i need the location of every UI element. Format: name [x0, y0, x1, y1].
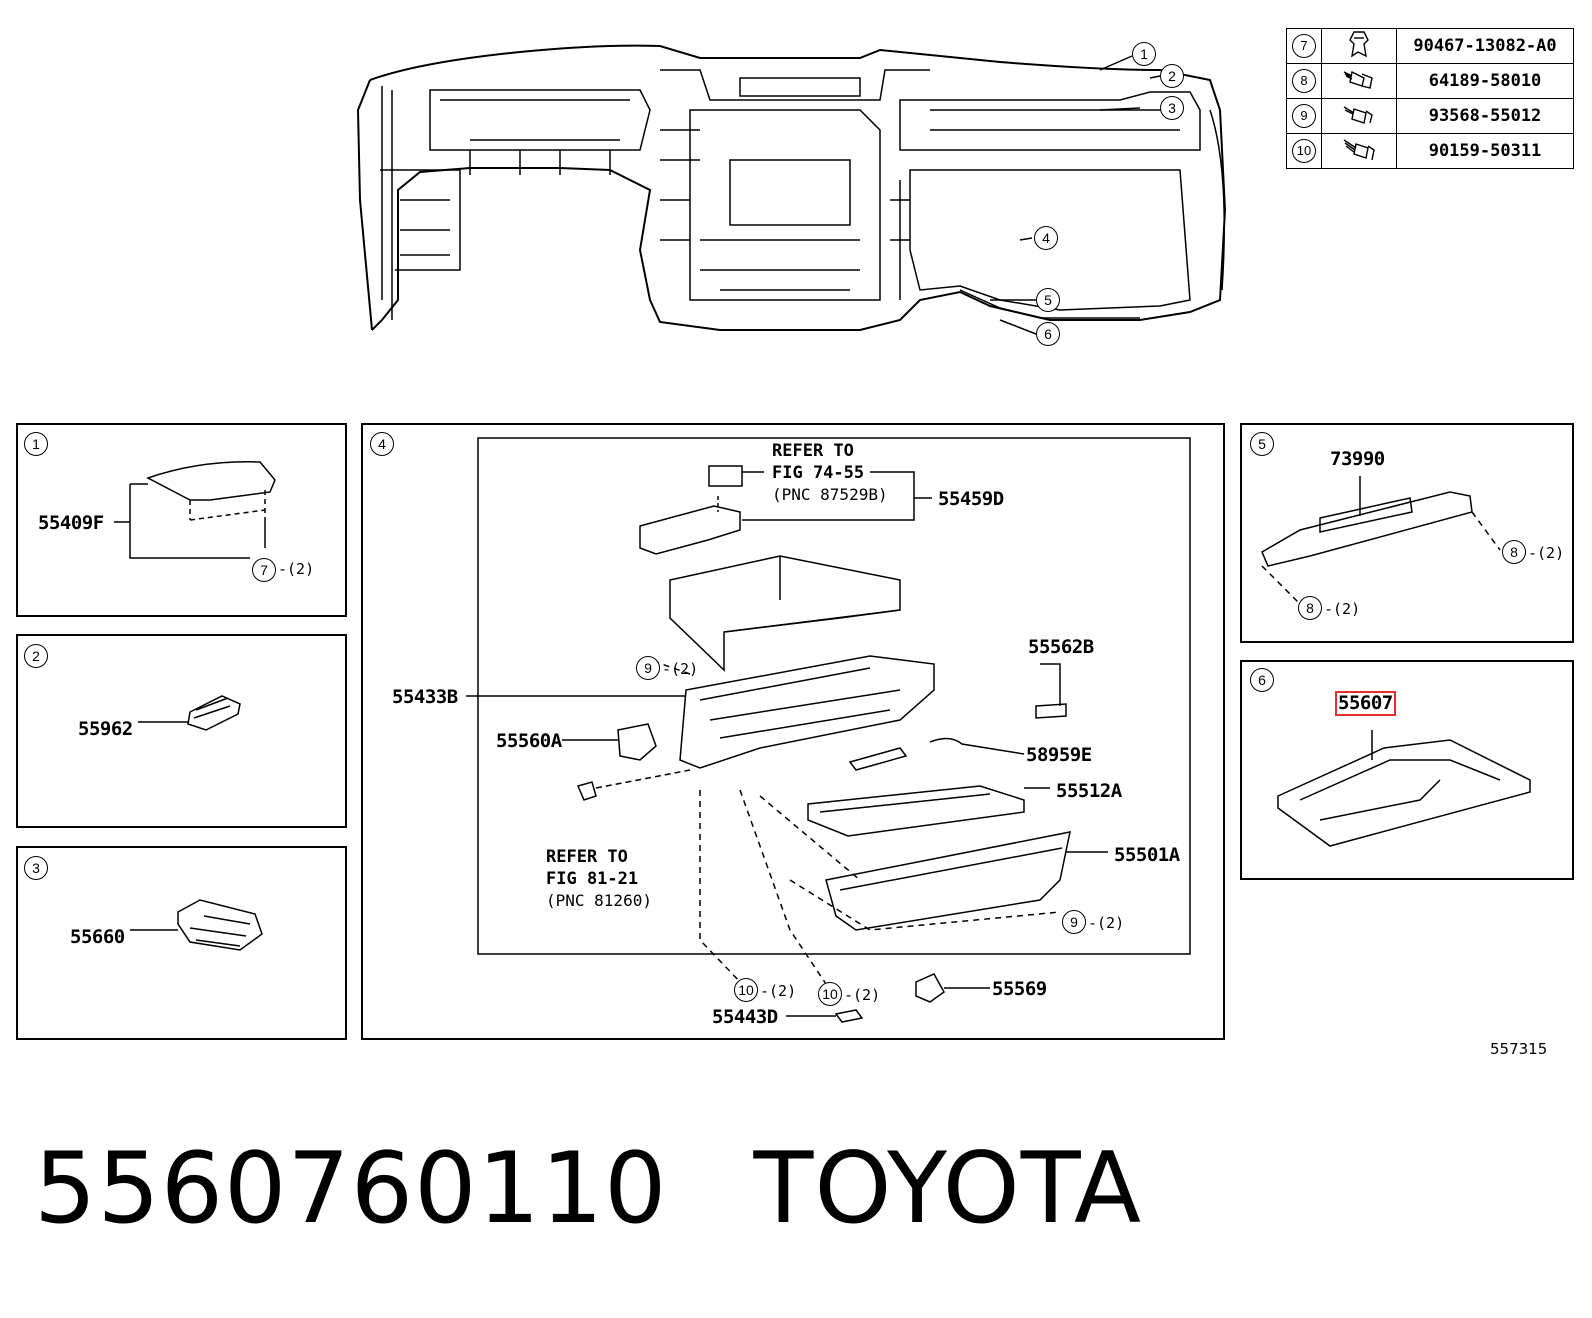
panel-6 — [1240, 660, 1574, 880]
overview-callout-2[interactable]: 2 — [1160, 64, 1184, 88]
legend-part-number: 90467-13082-A0 — [1396, 28, 1574, 64]
fastener-callout-8[interactable]: 8 — [1502, 540, 1526, 564]
part-label-55512A[interactable]: 55512A — [1056, 780, 1122, 802]
refer-note-1-line3: (PNC 87529B) — [772, 485, 888, 504]
refer-note-2-line3: (PNC 81260) — [546, 891, 652, 910]
panel-1-number: 1 — [24, 432, 48, 456]
figure-number: 557315 — [1490, 1040, 1548, 1058]
legend-row: 10 90159-50311 — [1286, 133, 1574, 169]
panel4-drawing — [466, 437, 1191, 1023]
legend-part-number: 93568-55012 — [1396, 98, 1574, 134]
part-label-55560A[interactable]: 55560A — [496, 730, 562, 752]
fastener-qty: -(2) — [662, 660, 699, 678]
panel2-drawing — [138, 695, 241, 731]
panel-2-number: 2 — [24, 644, 48, 668]
title-brand: TOYOTA — [753, 1132, 1143, 1246]
part-label-55569[interactable]: 55569 — [992, 978, 1047, 1000]
overview-callout-1[interactable]: 1 — [1132, 42, 1156, 66]
refer-note-1-line2: FIG 74-55 — [772, 463, 865, 483]
panel-5-number: 5 — [1250, 432, 1274, 456]
legend-part-number: 64189-58010 — [1396, 63, 1574, 99]
part-label-55443D[interactable]: 55443D — [712, 1006, 778, 1028]
panel-4-number: 4 — [370, 432, 394, 456]
panel5-drawing — [1261, 476, 1501, 605]
title-part-number: 5560760110 — [34, 1132, 668, 1246]
panel-3 — [16, 846, 347, 1040]
legend-row: 8 64189-58010 — [1286, 63, 1574, 99]
fastener-callout-9[interactable]: 9 — [636, 656, 660, 680]
fastener-callout-10[interactable]: 10 — [818, 982, 842, 1006]
legend-part-number: 90159-50311 — [1396, 133, 1574, 169]
part-label-55409F[interactable]: 55409F — [38, 512, 104, 534]
refer-note-1-line1: REFER TO — [772, 441, 854, 461]
panel1-drawing — [114, 461, 276, 559]
panel-6-number: 6 — [1250, 668, 1274, 692]
fastener-qty: -(2) — [278, 560, 315, 578]
refer-note-2-line1: REFER TO — [546, 847, 628, 867]
panel-5 — [1240, 423, 1574, 643]
panel-4 — [361, 423, 1225, 1040]
fastener-qty: -(2) — [1324, 600, 1361, 618]
panel6-drawing — [1277, 730, 1531, 847]
legend-row: 9 93568-55012 — [1286, 98, 1574, 134]
panel3-drawing — [130, 899, 263, 951]
part-label-55607-highlighted[interactable]: 55607 — [1335, 691, 1396, 716]
fastener-callout-7[interactable]: 7 — [252, 558, 276, 582]
panel-3-number: 3 — [24, 856, 48, 880]
overview-callout-6[interactable]: 6 — [1036, 322, 1060, 346]
part-label-58959E[interactable]: 58959E — [1026, 744, 1092, 766]
fastener-callout-9[interactable]: 9 — [1062, 910, 1086, 934]
overview-callout-3[interactable]: 3 — [1160, 96, 1184, 120]
fastener-qty: -(2) — [760, 982, 797, 1000]
part-label-55962[interactable]: 55962 — [78, 718, 133, 740]
panel-1 — [16, 423, 347, 617]
part-label-55562B[interactable]: 55562B — [1028, 636, 1094, 658]
fastener-callout-8[interactable]: 8 — [1298, 596, 1322, 620]
refer-note-2-line2: FIG 81-21 — [546, 869, 639, 889]
legend-ref-circle: 9 — [1292, 104, 1316, 128]
overview-callout-5[interactable]: 5 — [1036, 288, 1060, 312]
screw-icon — [1321, 133, 1397, 169]
part-label-55660[interactable]: 55660 — [70, 926, 125, 948]
fastener-qty: -(2) — [844, 986, 881, 1004]
clip-icon — [1321, 28, 1397, 64]
screw-icon — [1321, 98, 1397, 134]
part-label-55501A[interactable]: 55501A — [1114, 844, 1180, 866]
fastener-qty: -(2) — [1088, 914, 1125, 932]
screw-icon — [1321, 63, 1397, 99]
legend-row: 7 90467-13082-A0 — [1286, 28, 1574, 64]
legend-ref-circle: 8 — [1292, 69, 1316, 93]
overview-callout-4[interactable]: 4 — [1034, 226, 1058, 250]
fastener-legend-table: 7 90467-13082-A0 8 64189-58010 9 93568-5… — [1286, 28, 1574, 169]
panel-2 — [16, 634, 347, 828]
legend-ref-circle: 10 — [1292, 139, 1316, 163]
part-label-55459D[interactable]: 55459D — [938, 488, 1004, 510]
part-label-73990[interactable]: 73990 — [1330, 448, 1385, 470]
dashboard-overview-drawing — [356, 44, 1227, 335]
part-label-55433B[interactable]: 55433B — [392, 686, 458, 708]
fastener-qty: -(2) — [1528, 544, 1565, 562]
fastener-callout-10[interactable]: 10 — [734, 978, 758, 1002]
legend-ref-circle: 7 — [1292, 34, 1316, 58]
